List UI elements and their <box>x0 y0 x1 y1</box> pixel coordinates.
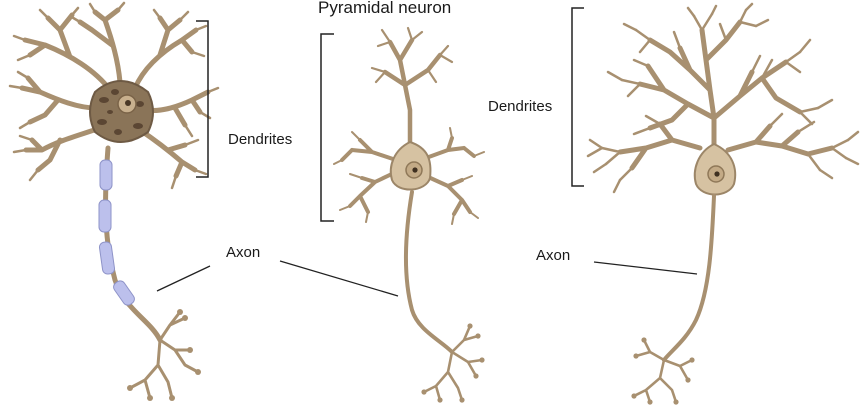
label-dendrites-2: Dendrites <box>488 98 552 115</box>
title-fragment: Pyramidal neuron <box>318 0 451 17</box>
label-dendrites-1: Dendrites <box>228 131 292 148</box>
neuron-2-nucleolus <box>412 167 417 172</box>
label-axon-1: Axon <box>226 244 260 261</box>
neuron-1-nucleolus <box>125 100 131 106</box>
label-axon-2: Axon <box>536 247 570 264</box>
neuron-3-nucleolus <box>714 171 719 176</box>
